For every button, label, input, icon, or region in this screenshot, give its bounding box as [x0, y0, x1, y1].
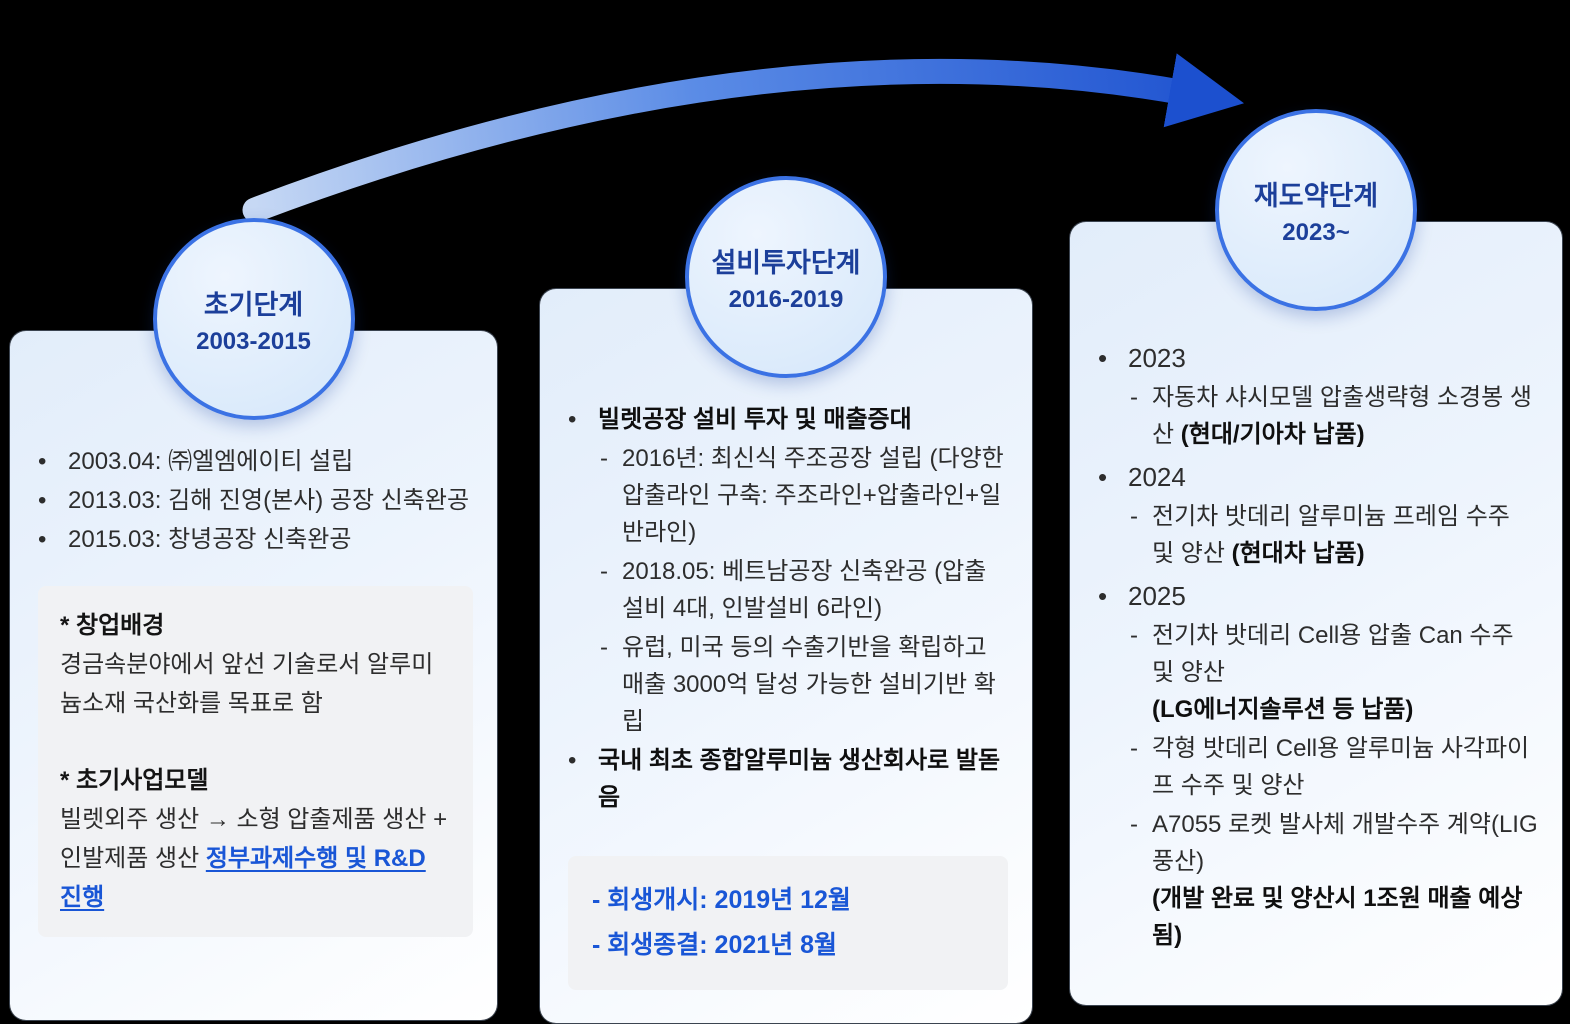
sub-list-item: - 전기차 밧데리 Cell용 압출 Can 수주 및 양산 (LG에너지솔루션 … [1130, 617, 1538, 728]
sub-item-body: 자동차 샤시모델 압출생략형 소경봉 생산 [1152, 384, 1532, 448]
sub-item-text: 전기차 밧데리 Cell용 압출 Can 수주 및 양산 (LG에너지솔루션 등 … [1152, 617, 1538, 728]
note-body-founding: 경금속분야에서 앞선 기술로서 알루미늄소재 국산화를 목표로 함 [60, 651, 434, 717]
list-item-text: 2003.04: ㈜엘엠에이티 설립 [68, 448, 354, 475]
sub-list-item: - 2018.05: 베트남공장 신축완공 (압출설비 4대, 인발설비 6라인… [600, 553, 1008, 627]
dash-icon: - [1130, 622, 1138, 649]
note-heading-business-model: * 초기사업모델 [60, 767, 209, 794]
note-spacer [60, 723, 451, 761]
dash-icon: - [1130, 384, 1138, 411]
year-label: 2024 [1128, 462, 1186, 492]
dash-icon: - [1130, 811, 1138, 838]
dash-icon: - [1130, 735, 1138, 762]
bullet-icon: • [38, 487, 47, 514]
phase-releap-content: • 2023 - 자동차 샤시모델 압출생략형 소경봉 생산 (현대/기아차 납… [1070, 222, 1562, 976]
phase-years: 2003-2015 [196, 327, 311, 355]
dash-icon: - [600, 634, 608, 661]
year-item: • 2024 [1098, 459, 1538, 496]
sub-list-item: - 유럽, 미국 등의 수출기반을 확립하고 매출 3000억 달성 가능한 설… [600, 629, 1008, 740]
list-item-text: 2015.03: 창녕공장 신축완공 [68, 526, 352, 553]
dash-icon: - [600, 558, 608, 585]
sub-item-text: 전기차 밧데리 알루미늄 프레임 수주 및 양산 (현대차 납품) [1152, 498, 1538, 572]
client-highlight: (LG에너지솔루션 등 납품) [1152, 696, 1414, 723]
bullet-icon: • [1098, 343, 1108, 373]
phase-badge-releap: 재도약단계 2023~ [1215, 109, 1417, 311]
gov-project-link[interactable]: 정부과제수행 및 R&D 진행 [60, 845, 426, 911]
year-item: • 2023 [1098, 340, 1538, 377]
phase-card-initial: 초기단계 2003-2015 • 2003.04: ㈜엘엠에이티 설립 • 20… [10, 218, 497, 1020]
note-body-business-model: 빌렛외주 생산 → 소형 압출제품 생산 + 인발제품 생산 정부과제수행 및 … [60, 800, 451, 917]
phase-card-releap: 재도약단계 2023~ • 2023 - 자동차 샤시모델 압출생략형 소경봉 … [1070, 109, 1562, 1005]
phase-card-investment: 설비투자단계 2016-2019 • 빌렛공장 설비 투자 및 매출증대 - 2… [540, 176, 1032, 1023]
list-item: • 빌렛공장 설비 투자 및 매출증대 [568, 401, 1008, 438]
sub-list-item: - 전기차 밧데리 알루미늄 프레임 수주 및 양산 (현대차 납품) [1130, 498, 1538, 572]
list-item-heading: 국내 최초 종합알루미늄 생산회사로 발돋음 [598, 747, 1001, 811]
dash-icon: - [600, 445, 608, 472]
sub-item-text: A7055 로켓 발사체 개발수주 계약(LIG풍산) (개발 완료 및 양산시 … [1152, 806, 1538, 954]
rehab-end-line: - 회생종결: 2021년 8월 [592, 931, 838, 959]
phase-title: 설비투자단계 [711, 247, 861, 278]
phase-investment-content: • 빌렛공장 설비 투자 및 매출증대 - 2016년: 최신식 주조공장 설립… [540, 289, 1032, 1012]
list-item: • 국내 최초 종합알루미늄 생산회사로 발돋음 [568, 742, 1008, 816]
bullet-icon: • [38, 448, 47, 475]
year-label: 2025 [1128, 581, 1186, 611]
phase-years: 2016-2019 [728, 285, 844, 313]
list-item-text: 2013.03: 김해 진영(본사) 공장 신축완공 [68, 487, 470, 514]
list-item-heading: 빌렛공장 설비 투자 및 매출증대 [598, 406, 912, 433]
sub-item-body: 전기차 밧데리 알루미늄 프레임 수주 및 양산 [1152, 503, 1510, 567]
sub-item-text: 2018.05: 베트남공장 신축완공 (압출설비 4대, 인발설비 6라인) [622, 558, 987, 622]
bullet-icon: • [568, 406, 577, 433]
phase-title: 초기단계 [203, 289, 304, 320]
rehab-start-line: - 회생개시: 2019년 12월 [592, 886, 851, 914]
sub-item-text: 각형 밧데리 Cell용 알루미늄 사각파이프 수주 및 양산 [1152, 730, 1538, 804]
sub-item-text: 2016년: 최신식 주조공장 설립 (다양한 압출라인 구축: 주조라인+압출… [622, 445, 1004, 546]
phase-badge-investment: 설비투자단계 2016-2019 [685, 176, 887, 378]
year-item: • 2025 [1098, 578, 1538, 615]
year-label: 2023 [1128, 343, 1186, 373]
phase-initial-content: • 2003.04: ㈜엘엠에이티 설립 • 2013.03: 김해 진영(본사… [10, 331, 497, 959]
founding-note: * 창업배경 경금속분야에서 앞선 기술로서 알루미늄소재 국산화를 목표로 함… [38, 586, 473, 937]
bullet-icon: • [38, 526, 47, 553]
revenue-highlight: (개발 완료 및 양산시 1조원 매출 예상됨) [1152, 885, 1523, 949]
sub-list-item: - 각형 밧데리 Cell용 알루미늄 사각파이프 수주 및 양산 [1130, 730, 1538, 804]
list-item: • 2013.03: 김해 진영(본사) 공장 신축완공 [38, 482, 473, 519]
sub-item-body: A7055 로켓 발사체 개발수주 계약(LIG풍산) [1152, 811, 1538, 875]
note-body-text: 빌렛외주 생산 → 소형 압출제품 생산 + 인발제품 생산 [60, 806, 448, 872]
sub-item-body: 전기차 밧데리 Cell용 압출 Can 수주 및 양산 [1152, 622, 1514, 686]
sub-item-text: 유럽, 미국 등의 수출기반을 확립하고 매출 3000억 달성 가능한 설비기… [622, 634, 996, 735]
rehabilitation-note: - 회생개시: 2019년 12월 - 회생종결: 2021년 8월 [568, 856, 1008, 990]
phase-badge-initial: 초기단계 2003-2015 [152, 218, 355, 420]
bullet-icon: • [1098, 462, 1108, 492]
list-item: • 2015.03: 창녕공장 신축완공 [38, 521, 473, 558]
sub-list-item: - 자동차 샤시모델 압출생략형 소경봉 생산 (현대/기아차 납품) [1130, 379, 1538, 453]
sub-item-text: 자동차 샤시모델 압출생략형 소경봉 생산 (현대/기아차 납품) [1152, 379, 1538, 453]
sub-item-body: 각형 밧데리 Cell용 알루미늄 사각파이프 수주 및 양산 [1152, 735, 1530, 799]
dash-icon: - [1130, 503, 1138, 530]
list-item: • 2003.04: ㈜엘엠에이티 설립 [38, 443, 473, 480]
bullet-icon: • [568, 747, 577, 774]
note-heading-founding: * 창업배경 [60, 612, 165, 639]
bullet-icon: • [1098, 581, 1108, 611]
phase-title: 재도약단계 [1253, 180, 1379, 211]
sub-list-item: - A7055 로켓 발사체 개발수주 계약(LIG풍산) (개발 완료 및 양산… [1130, 806, 1538, 954]
phase-years: 2023~ [1282, 218, 1350, 246]
client-highlight: (현대/기아차 납품) [1180, 421, 1365, 448]
sub-list-item: - 2016년: 최신식 주조공장 설립 (다양한 압출라인 구축: 주조라인+… [600, 440, 1008, 551]
client-highlight: (현대차 납품) [1231, 540, 1365, 567]
